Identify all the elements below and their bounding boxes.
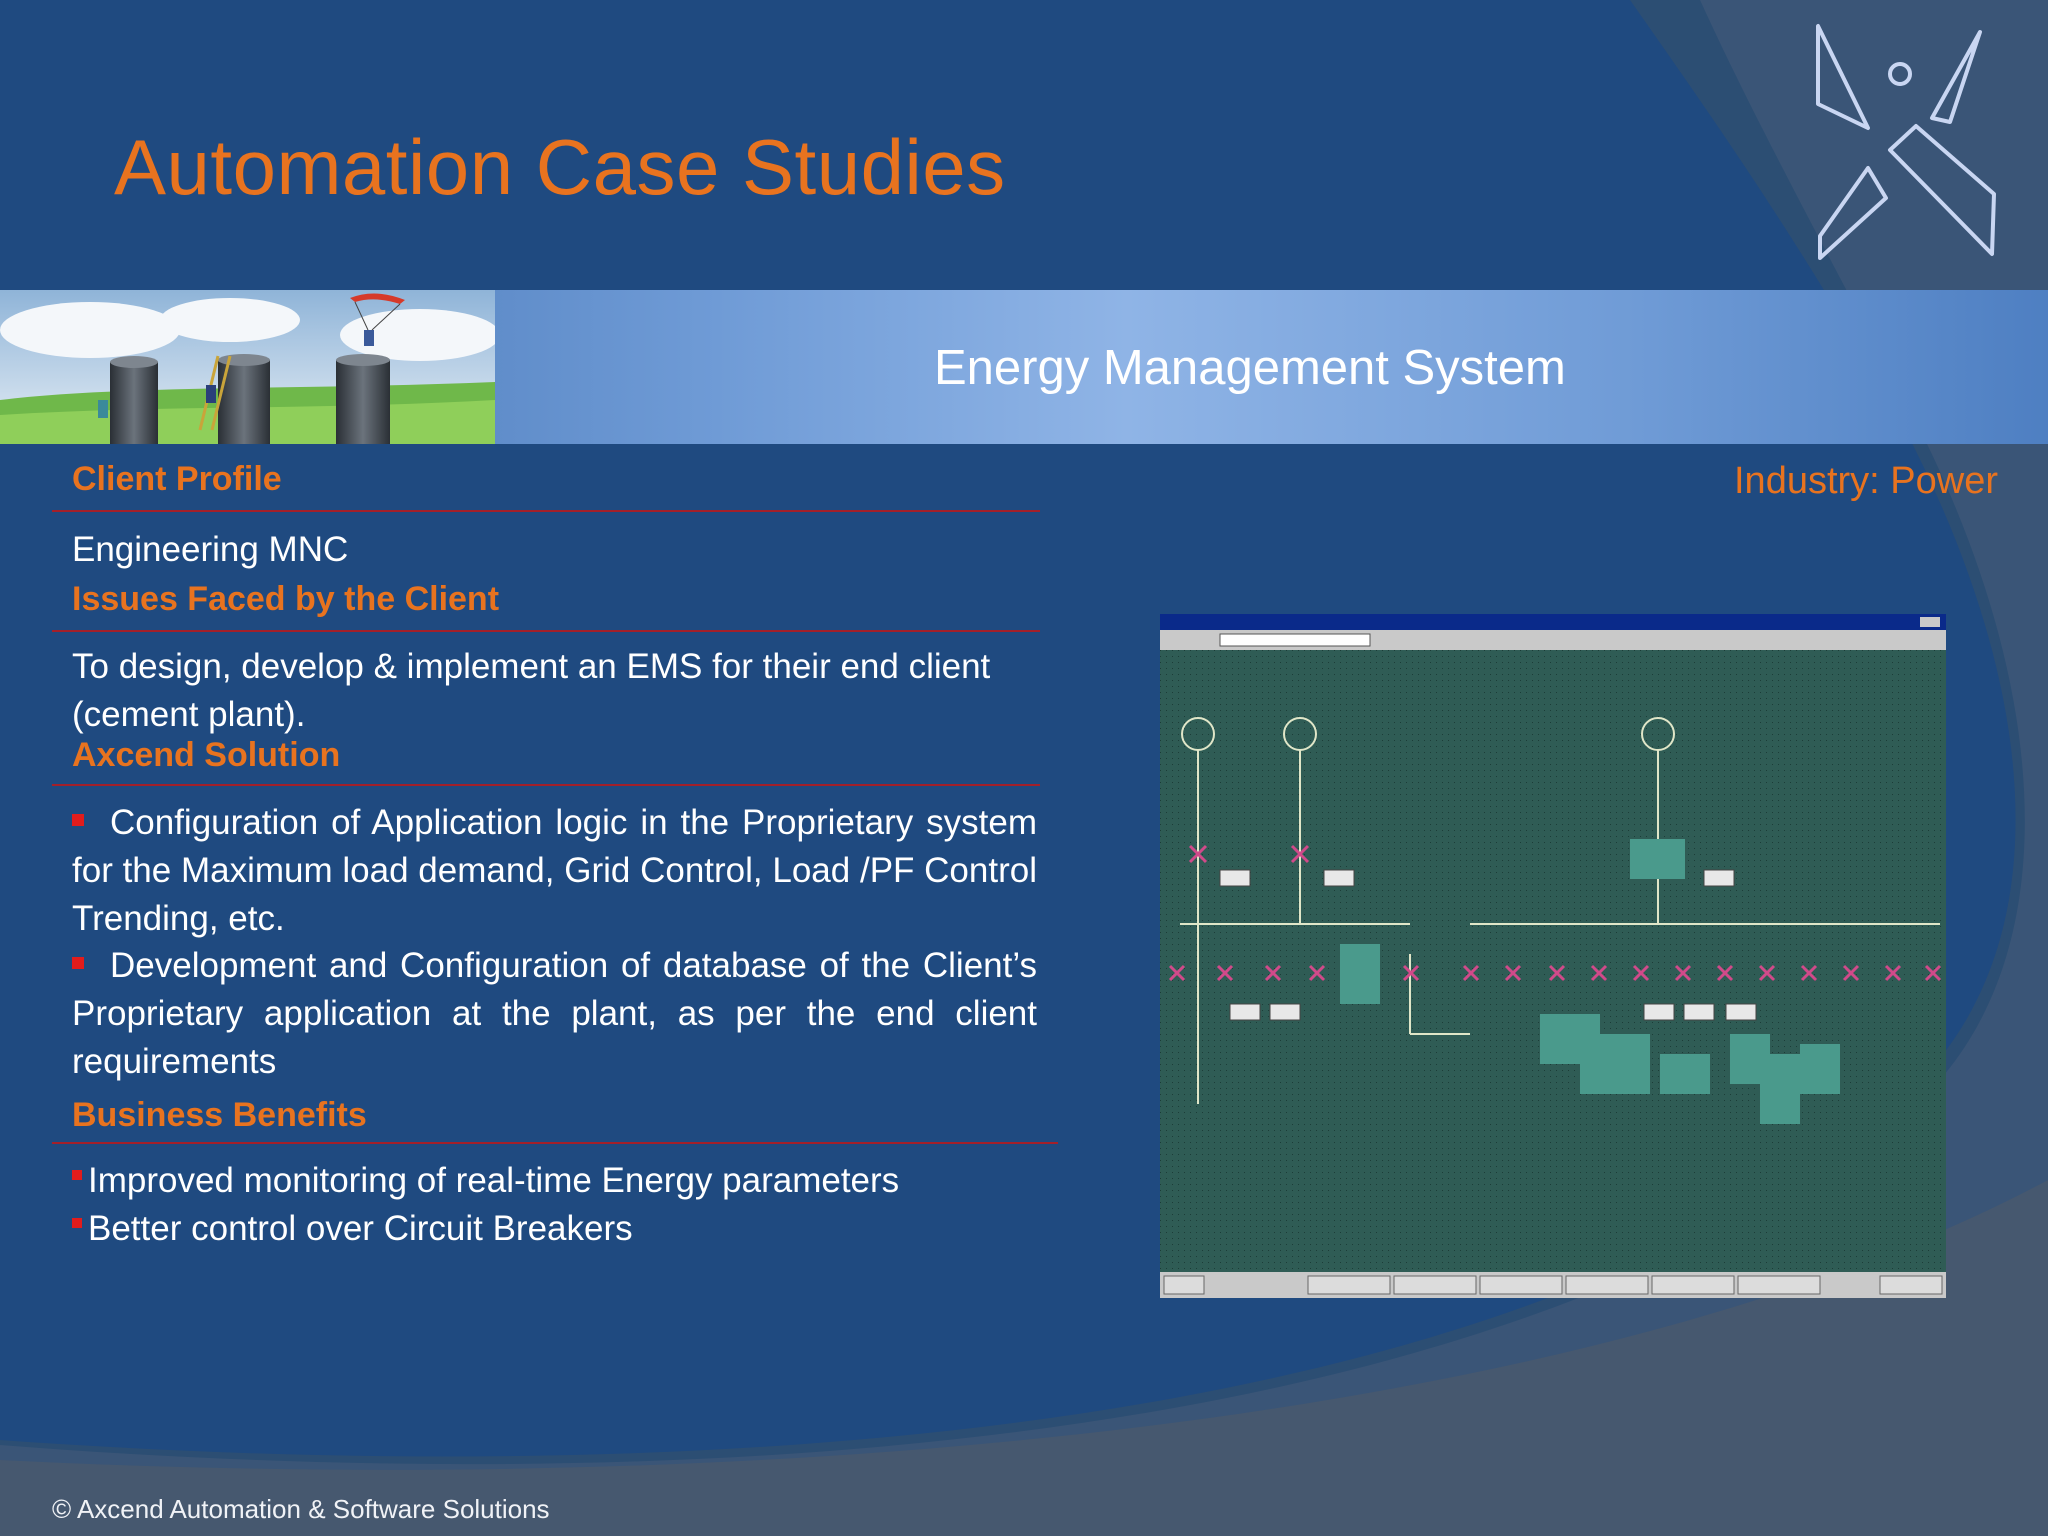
solution-heading: Axcend Solution — [72, 736, 341, 774]
axcend-logo-icon — [1816, 24, 1996, 260]
benefit-item: Better control over Circuit Breakers — [72, 1205, 633, 1253]
section-divider — [52, 630, 1040, 632]
header-photo — [0, 290, 495, 444]
issues-text: To design, develop & implement an EMS fo… — [72, 647, 991, 734]
ems-screenshot — [1160, 614, 1946, 1298]
section-divider — [52, 510, 1040, 512]
benefit-item: Improved monitoring of real-time Energy … — [72, 1157, 899, 1205]
page-title: Automation Case Studies — [114, 123, 1006, 211]
issues-heading: Issues Faced by the Client — [72, 580, 500, 618]
bullet-icon — [72, 957, 84, 969]
client-profile-text: Engineering MNC — [72, 530, 349, 569]
bullet-icon — [72, 1218, 82, 1228]
footer-copyright: © Axcend Automation & Software Solutions — [52, 1494, 550, 1524]
subtitle: Energy Management System — [934, 341, 1566, 395]
section-divider — [52, 1142, 1058, 1144]
client-profile-heading: Client Profile — [72, 460, 282, 498]
benefits-heading: Business Benefits — [72, 1096, 367, 1134]
industry-label: Industry: Power — [1734, 460, 1998, 502]
solution-item: Configuration of Application logic in th… — [72, 803, 1037, 938]
bullet-icon — [72, 814, 84, 826]
section-divider — [52, 784, 1040, 786]
bullet-icon — [72, 1170, 82, 1180]
solution-item: Development and Configuration of databas… — [72, 946, 1037, 1081]
